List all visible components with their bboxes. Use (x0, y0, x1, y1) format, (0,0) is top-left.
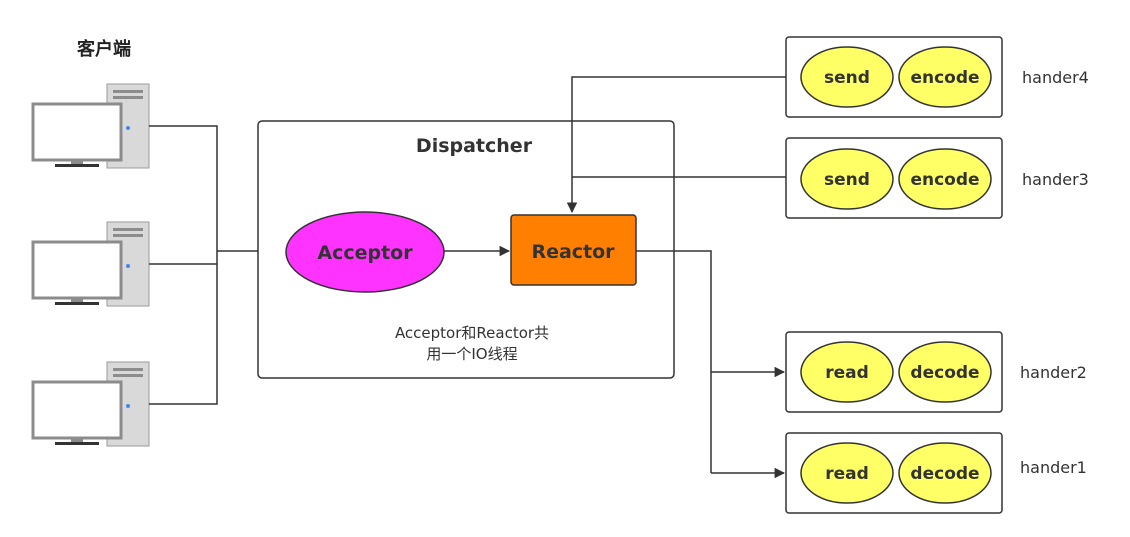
handler-2-name: hander2 (1020, 363, 1087, 382)
handler-2: read decode hander2 (785, 331, 1087, 413)
handler-3: send encode hander3 (785, 137, 1089, 219)
reactor-to-handler-connector (636, 250, 712, 473)
reactor-label: Reactor (531, 241, 615, 263)
handler-4: send encode hander4 (785, 36, 1089, 118)
handler4-to-reactor-arrow (566, 76, 786, 214)
client-connectors (149, 125, 218, 405)
handler-1: read decode hander1 (785, 432, 1087, 514)
dispatcher-title: Dispatcher (416, 135, 533, 157)
client-computer-2 (31, 221, 150, 307)
dispatcher-note-line1: Acceptor和Reactor共 (395, 324, 549, 342)
handler-1-name: hander1 (1020, 458, 1087, 477)
client-computer-3 (31, 361, 150, 447)
handler-4-name: hander4 (1022, 68, 1089, 87)
handler-1-op1: read (825, 464, 869, 484)
dispatcher-box (257, 120, 675, 379)
computer-monitor (31, 102, 123, 162)
acceptor-label: Acceptor (317, 242, 413, 264)
acceptor-node (285, 211, 445, 293)
clients-label: 客户端 (77, 38, 131, 60)
handler-3-name: hander3 (1022, 170, 1089, 189)
handler-3-op2: encode (910, 170, 979, 190)
computer-monitor (31, 240, 123, 300)
handler-4-op2: encode (910, 68, 979, 88)
handler-2-op2: decode (910, 363, 979, 383)
reactor-node (510, 214, 637, 286)
handler-4-op1: send (824, 68, 870, 88)
dispatcher-note-line2: 用一个IO线程 (426, 345, 517, 363)
handler-2-op1: read (825, 363, 869, 383)
handler-1-op2: decode (910, 464, 979, 484)
handler-3-op1: send (824, 170, 870, 190)
client-computer-1 (31, 83, 150, 169)
computer-monitor (31, 380, 123, 440)
